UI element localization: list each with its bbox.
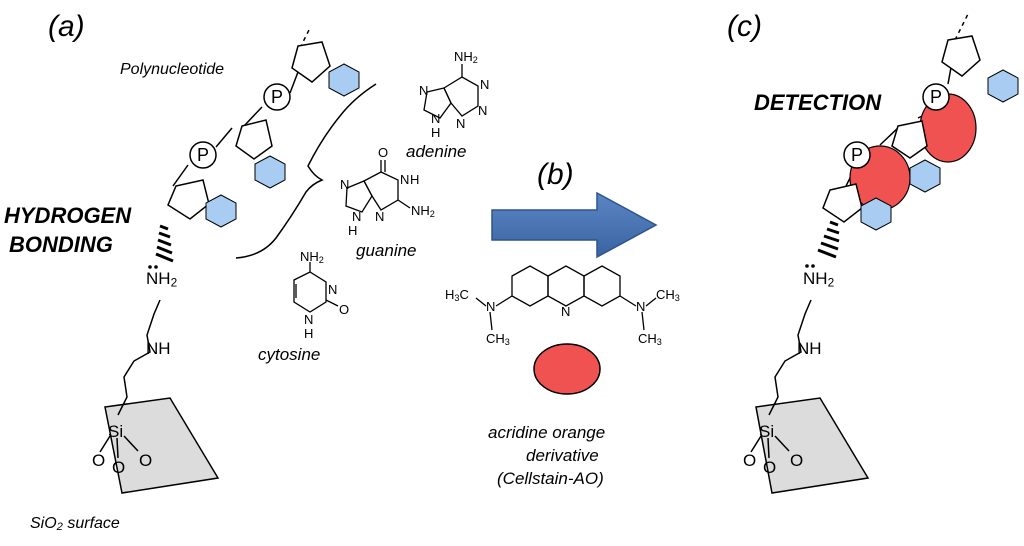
phosphate-circle — [263, 83, 291, 111]
adenine-label: adenine — [406, 142, 467, 161]
phosphate-circle — [843, 141, 871, 169]
methyl-group: CH3 — [638, 331, 662, 347]
base-hexagon — [860, 197, 892, 231]
cytosine-n: N — [304, 312, 314, 327]
amine-nh2-left: NH2 — [146, 269, 178, 290]
phosphate-label: P — [271, 87, 284, 107]
aminopropyl-linker-left — [117, 299, 161, 416]
dye-ellipse — [533, 343, 601, 395]
acridine-n: N — [636, 299, 646, 314]
guanine-o: O — [378, 145, 389, 160]
oxygen-atom: O — [92, 451, 106, 470]
adenine-n: N — [431, 111, 441, 126]
oxygen-atom: O — [112, 458, 126, 477]
adenine-structure — [423, 64, 479, 119]
adenine-n: N — [419, 83, 429, 98]
lone-pair-dot — [811, 264, 815, 268]
phosphate-circle — [922, 83, 950, 111]
sugar-ring — [822, 183, 863, 223]
lone-pair-dot — [148, 265, 152, 269]
panel-c-label: (c) — [727, 10, 762, 43]
methyl-group: CH3 — [486, 331, 510, 347]
lone-pair-dot — [154, 265, 158, 269]
guanine-structure — [345, 160, 411, 213]
panel-a-label: (a) — [48, 10, 85, 43]
base-hexagon — [205, 194, 237, 228]
base-hexagon — [909, 159, 941, 193]
guanine-n: N — [352, 209, 362, 224]
aminopropyl-linker-right — [768, 299, 812, 416]
guanine-h: H — [348, 223, 358, 238]
lone-pair-dot — [805, 264, 809, 268]
amine-nh2-right: NH2 — [803, 269, 835, 290]
phosphate-label: P — [930, 87, 943, 107]
silicon-oxygen-bonds — [99, 435, 139, 459]
dye-label-line3: (Cellstain-AO) — [497, 469, 604, 488]
hydrogen-label: HYDROGEN — [4, 203, 132, 228]
base-hexagon — [328, 63, 360, 97]
base-hexagon — [254, 155, 286, 189]
hydrogen-bond-dashes-left — [155, 224, 174, 263]
cytosine-label: cytosine — [258, 345, 321, 364]
methyl-group: CH3 — [656, 287, 680, 303]
adenine-n: N — [478, 103, 488, 118]
cytosine-o: O — [339, 302, 350, 317]
oxygen-atom: O — [763, 458, 777, 477]
cytosine-h: H — [304, 326, 314, 341]
guanine-nh2: NH2 — [411, 203, 435, 219]
silicon-atom-right: Si — [759, 422, 775, 441]
acridine-orange-structure — [475, 265, 657, 331]
sugar-ring — [235, 119, 273, 160]
reaction-arrow — [491, 191, 658, 259]
guanine-n: N — [340, 177, 350, 192]
bracket — [235, 83, 377, 259]
silicon-atom-left: Si — [108, 422, 124, 441]
adenine-h: H — [431, 125, 441, 140]
cytosine-structure — [293, 262, 339, 313]
dye-label-line2: derivative — [526, 446, 599, 465]
adenine-n: N — [456, 116, 466, 131]
phosphate-label: P — [197, 145, 210, 165]
amine-nh-right: NH — [797, 339, 822, 358]
oxygen-atom: O — [790, 451, 804, 470]
acridine-n: N — [561, 304, 571, 319]
base-hexagon — [987, 69, 1019, 103]
polynucleotide-label: Polynucleotide — [120, 61, 225, 78]
silicon-oxygen-bonds-right — [750, 435, 790, 459]
adenine-nh2: NH2 — [454, 49, 478, 65]
adenine-n: N — [480, 77, 490, 92]
oxygen-atom: O — [743, 451, 757, 470]
cytosine-n: N — [328, 282, 338, 297]
acridine-n: N — [486, 299, 496, 314]
sugar-ring — [941, 35, 981, 77]
phosphate-circle — [189, 141, 217, 169]
silica-surface-plate — [104, 397, 220, 494]
panel-b-label: (b) — [537, 158, 574, 191]
guanine-n: N — [375, 209, 385, 224]
guanine-n: N — [400, 172, 410, 187]
sugar-ring — [167, 179, 210, 220]
sugar-ring — [291, 41, 331, 83]
oxygen-atom: O — [139, 451, 153, 470]
surface-label: SiO2 surface — [30, 515, 120, 534]
detection-label: DETECTION — [754, 90, 882, 115]
guanine-h: H — [410, 172, 420, 187]
phosphate-label: P — [851, 145, 864, 165]
guanine-label: guanine — [356, 241, 417, 260]
dye-label-line1: acridine orange — [488, 423, 606, 442]
hydrogen-bond-dashes-right — [817, 220, 840, 259]
sugar-ring — [891, 120, 928, 159]
amine-nh-left: NH — [146, 339, 171, 358]
methyl-group: H3C — [445, 287, 469, 303]
cytosine-nh2: NH2 — [300, 249, 324, 265]
bonding-label: BONDING — [9, 232, 113, 257]
silica-surface-plate-right — [755, 397, 870, 494]
